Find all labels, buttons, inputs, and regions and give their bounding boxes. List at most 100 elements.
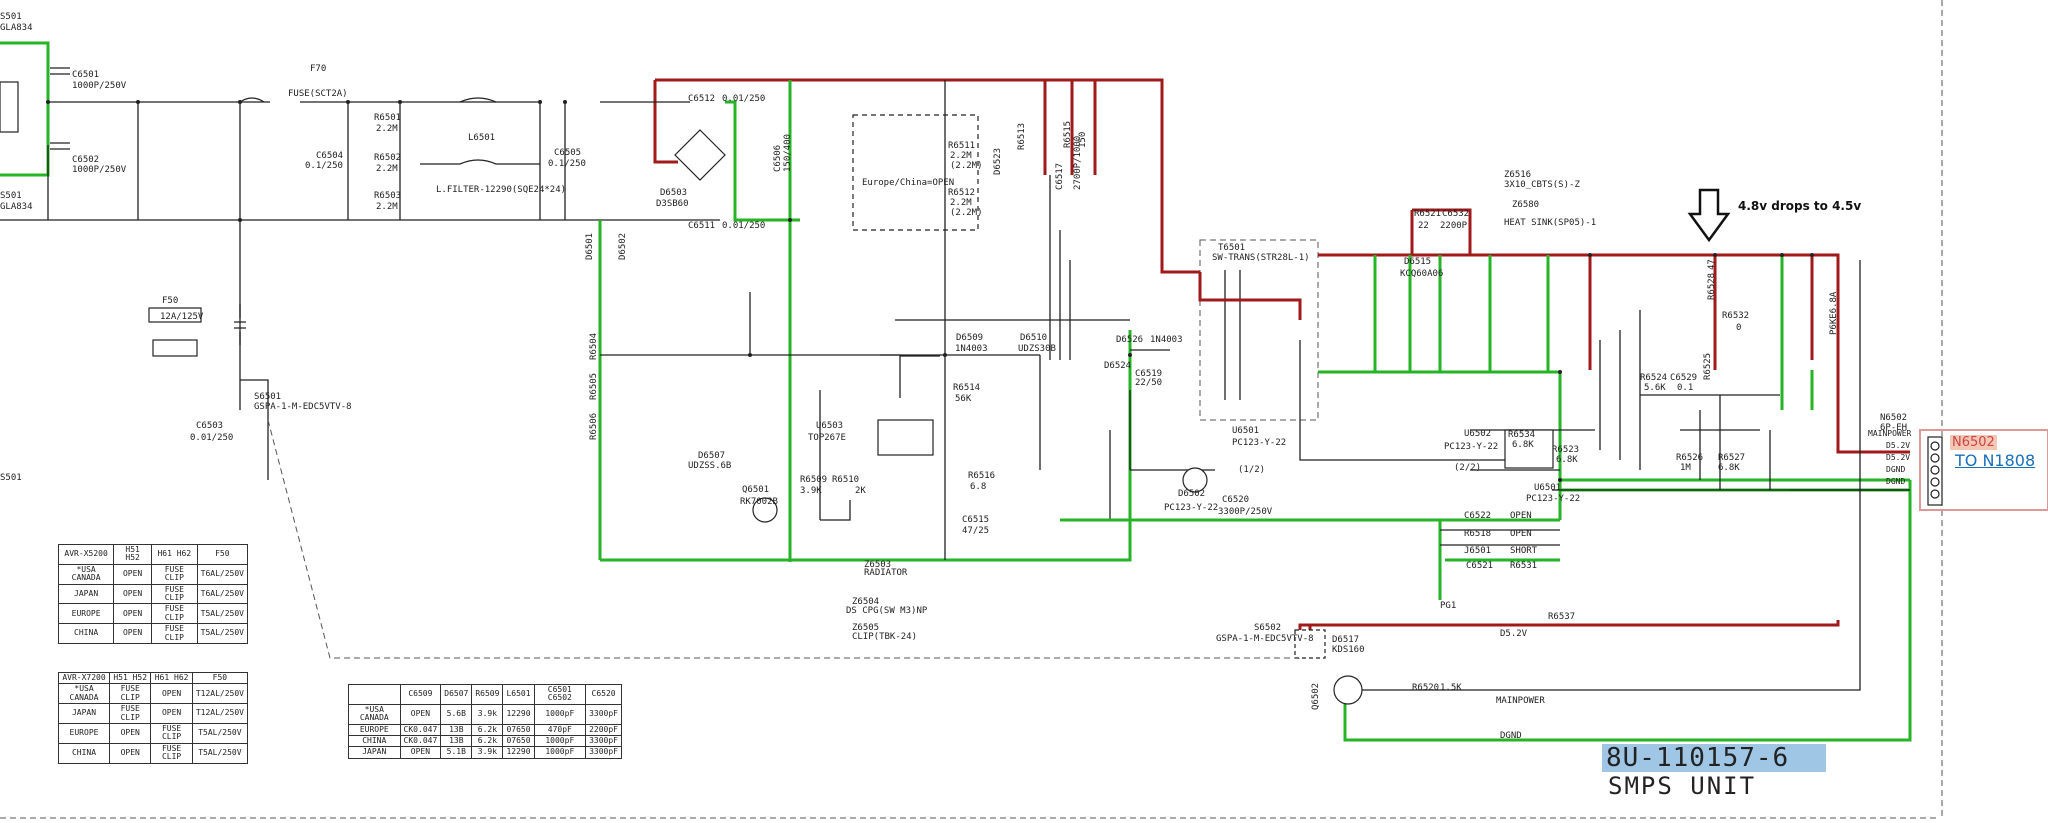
label-z6504v: DS CPG(SW M3)NP: [846, 606, 928, 616]
label-r6526: R6526: [1676, 453, 1703, 463]
label-r6511v2: (2.2M): [950, 161, 983, 171]
label-c6505v: 0.1/250: [548, 159, 586, 169]
connector-id: N6502: [1950, 435, 1997, 450]
label-r6514: R6514: [953, 383, 980, 393]
label-c6511v: 0.01/250: [722, 221, 765, 231]
label-gla834b: GLA834: [0, 202, 33, 212]
label-d6509v: 1N4003: [955, 344, 988, 354]
label-q6503v: TOP267E: [808, 433, 846, 443]
label-c6512v: 0.01/250: [722, 94, 765, 104]
table-row: CHINA OPEN FUSE CLIP T5AL/250V: [57, 742, 249, 764]
table-cell: 3300pF: [585, 734, 622, 748]
table-cell: AVR-X5200: [57, 544, 115, 565]
label-d6507v: UDZSS.6B: [688, 461, 731, 471]
table-cell: CHINA: [57, 623, 115, 644]
table-row: *USA CANADA OPEN FUSE CLIP T6AL/250V: [57, 563, 249, 585]
label-c6503: C6503: [196, 421, 223, 431]
table-cell: FUSE CLIP: [150, 722, 193, 744]
table-cell: T5AL/250V: [196, 623, 249, 644]
table-cell: 2200pF: [585, 723, 622, 736]
label-r6513: R6513: [1017, 123, 1027, 150]
board-code: 8U-110157-6: [1606, 743, 1790, 773]
label-pin-dgnd-b: DGND: [1886, 477, 1905, 486]
label-pin-d52a: D5.2V: [1886, 441, 1910, 450]
table-row: JAPAN OPEN 5.1B 3.9k 12290 1000pF 3300pF: [348, 746, 622, 759]
label-pg1: PG1: [1440, 601, 1456, 611]
table-cell: 1000pF: [533, 703, 587, 725]
label-q6501: Q6501: [742, 485, 769, 495]
label-d6523: D6523: [993, 148, 1003, 175]
label-c6532: C6532: [1442, 209, 1469, 219]
table-cell: OPEN: [113, 623, 153, 644]
label-s6501: S6501: [254, 392, 281, 402]
label-d6526v: 1N4003: [1150, 335, 1183, 345]
table-row: EUROPE OPEN FUSE CLIP T5AL/250V: [57, 603, 249, 625]
label-c6517v: 2700P/1000: [1073, 136, 1083, 190]
label-c6519: C6519: [1135, 369, 1162, 379]
label-open1: OPEN: [1510, 511, 1532, 521]
label-dgnd: DGND: [1500, 731, 1522, 741]
label-z6504: Z6504: [852, 597, 879, 607]
table-cell: EUROPE: [348, 723, 401, 736]
label-z6505v: CLIP(TBK-24): [852, 632, 917, 642]
title-highlight: [1602, 744, 1826, 772]
table-row: AVR-X7200 H51 H52 H61 H62 F50: [57, 671, 249, 685]
table-row: C6509 D6507 R6509 L6501 C6501 C6502 C652…: [348, 684, 622, 705]
label-r6515v: 150: [1078, 132, 1088, 148]
label-open2: OPEN: [1510, 529, 1532, 539]
label-d52v: D5.2V: [1500, 629, 1528, 639]
label-c6505: C6505: [554, 148, 581, 158]
table-cell: C6509: [399, 684, 442, 705]
table-cell: FUSE CLIP: [109, 703, 152, 724]
label-r6528: R6528: [1707, 273, 1717, 300]
label-c6515: C6515: [962, 515, 989, 525]
label-r6523: R6523: [1552, 445, 1579, 455]
label-u6501b: U6501: [1534, 483, 1561, 493]
table-cell: OPEN: [109, 722, 152, 744]
label-radiator: RADIATOR: [864, 568, 908, 578]
label-c6529v: 0.1: [1677, 383, 1693, 393]
table-row: JAPAN OPEN FUSE CLIP T6AL/250V: [57, 583, 249, 605]
label-d6503: D6503: [660, 188, 687, 198]
label-r6532v: 0: [1736, 323, 1741, 333]
table-cell: T5AL/250V: [196, 603, 249, 625]
label-heatsink: HEAT SINK(SP05)-1: [1504, 218, 1596, 228]
label-c6529: C6529: [1670, 373, 1697, 383]
label-q6501v: RK7002B: [740, 497, 778, 507]
label-f50v: 12A/125V: [160, 312, 204, 322]
label-d6502b: D6502: [1178, 489, 1205, 499]
label-z6505: Z6505: [852, 623, 879, 633]
label-r6527v: 6.8K: [1718, 463, 1740, 473]
label-r6534: R6534: [1508, 430, 1535, 440]
label-d6503v: D3SB60: [656, 199, 689, 209]
label-s501a: S501: [0, 12, 22, 22]
table-cell: OPEN: [399, 703, 442, 725]
table-cell: H51 H52: [109, 671, 152, 685]
table-cell: T5AL/250V: [191, 742, 249, 764]
label-c6520v: 3300P/250V: [1218, 507, 1273, 517]
table-cell: 13B: [440, 723, 473, 736]
table-cell: JAPAN: [57, 583, 115, 605]
secondary-section: [1060, 208, 1912, 742]
table-cell: 3300pF: [585, 703, 622, 725]
label-half2: (2/2): [1454, 463, 1481, 473]
label-c6520: C6520: [1222, 495, 1249, 505]
label-d6507: D6507: [698, 451, 725, 461]
label-r6514v: 56K: [955, 394, 972, 404]
label-r6524v: 5.6K: [1644, 383, 1666, 393]
label-r6503: R6503: [374, 191, 401, 201]
primary-section: [598, 78, 1505, 562]
label-short: SHORT: [1510, 546, 1538, 556]
label-r6511: R6511: [948, 141, 975, 151]
connector-link[interactable]: TO N1808: [1955, 451, 2036, 470]
label-c6503v: 0.01/250: [190, 433, 233, 443]
table-cell: OPEN: [113, 603, 153, 625]
label-r6516: R6516: [968, 471, 995, 481]
table-cell: 3300pF: [585, 746, 622, 759]
label-d6524: D6524: [1104, 361, 1131, 371]
table-cell: H61 H62: [151, 544, 198, 565]
label-r6503v: 2.2M: [376, 202, 398, 212]
table-cell: FUSE CLIP: [150, 742, 193, 764]
label-pin-d52b: D5.2V: [1886, 453, 1910, 462]
table-cell: 6.2k: [471, 734, 504, 748]
